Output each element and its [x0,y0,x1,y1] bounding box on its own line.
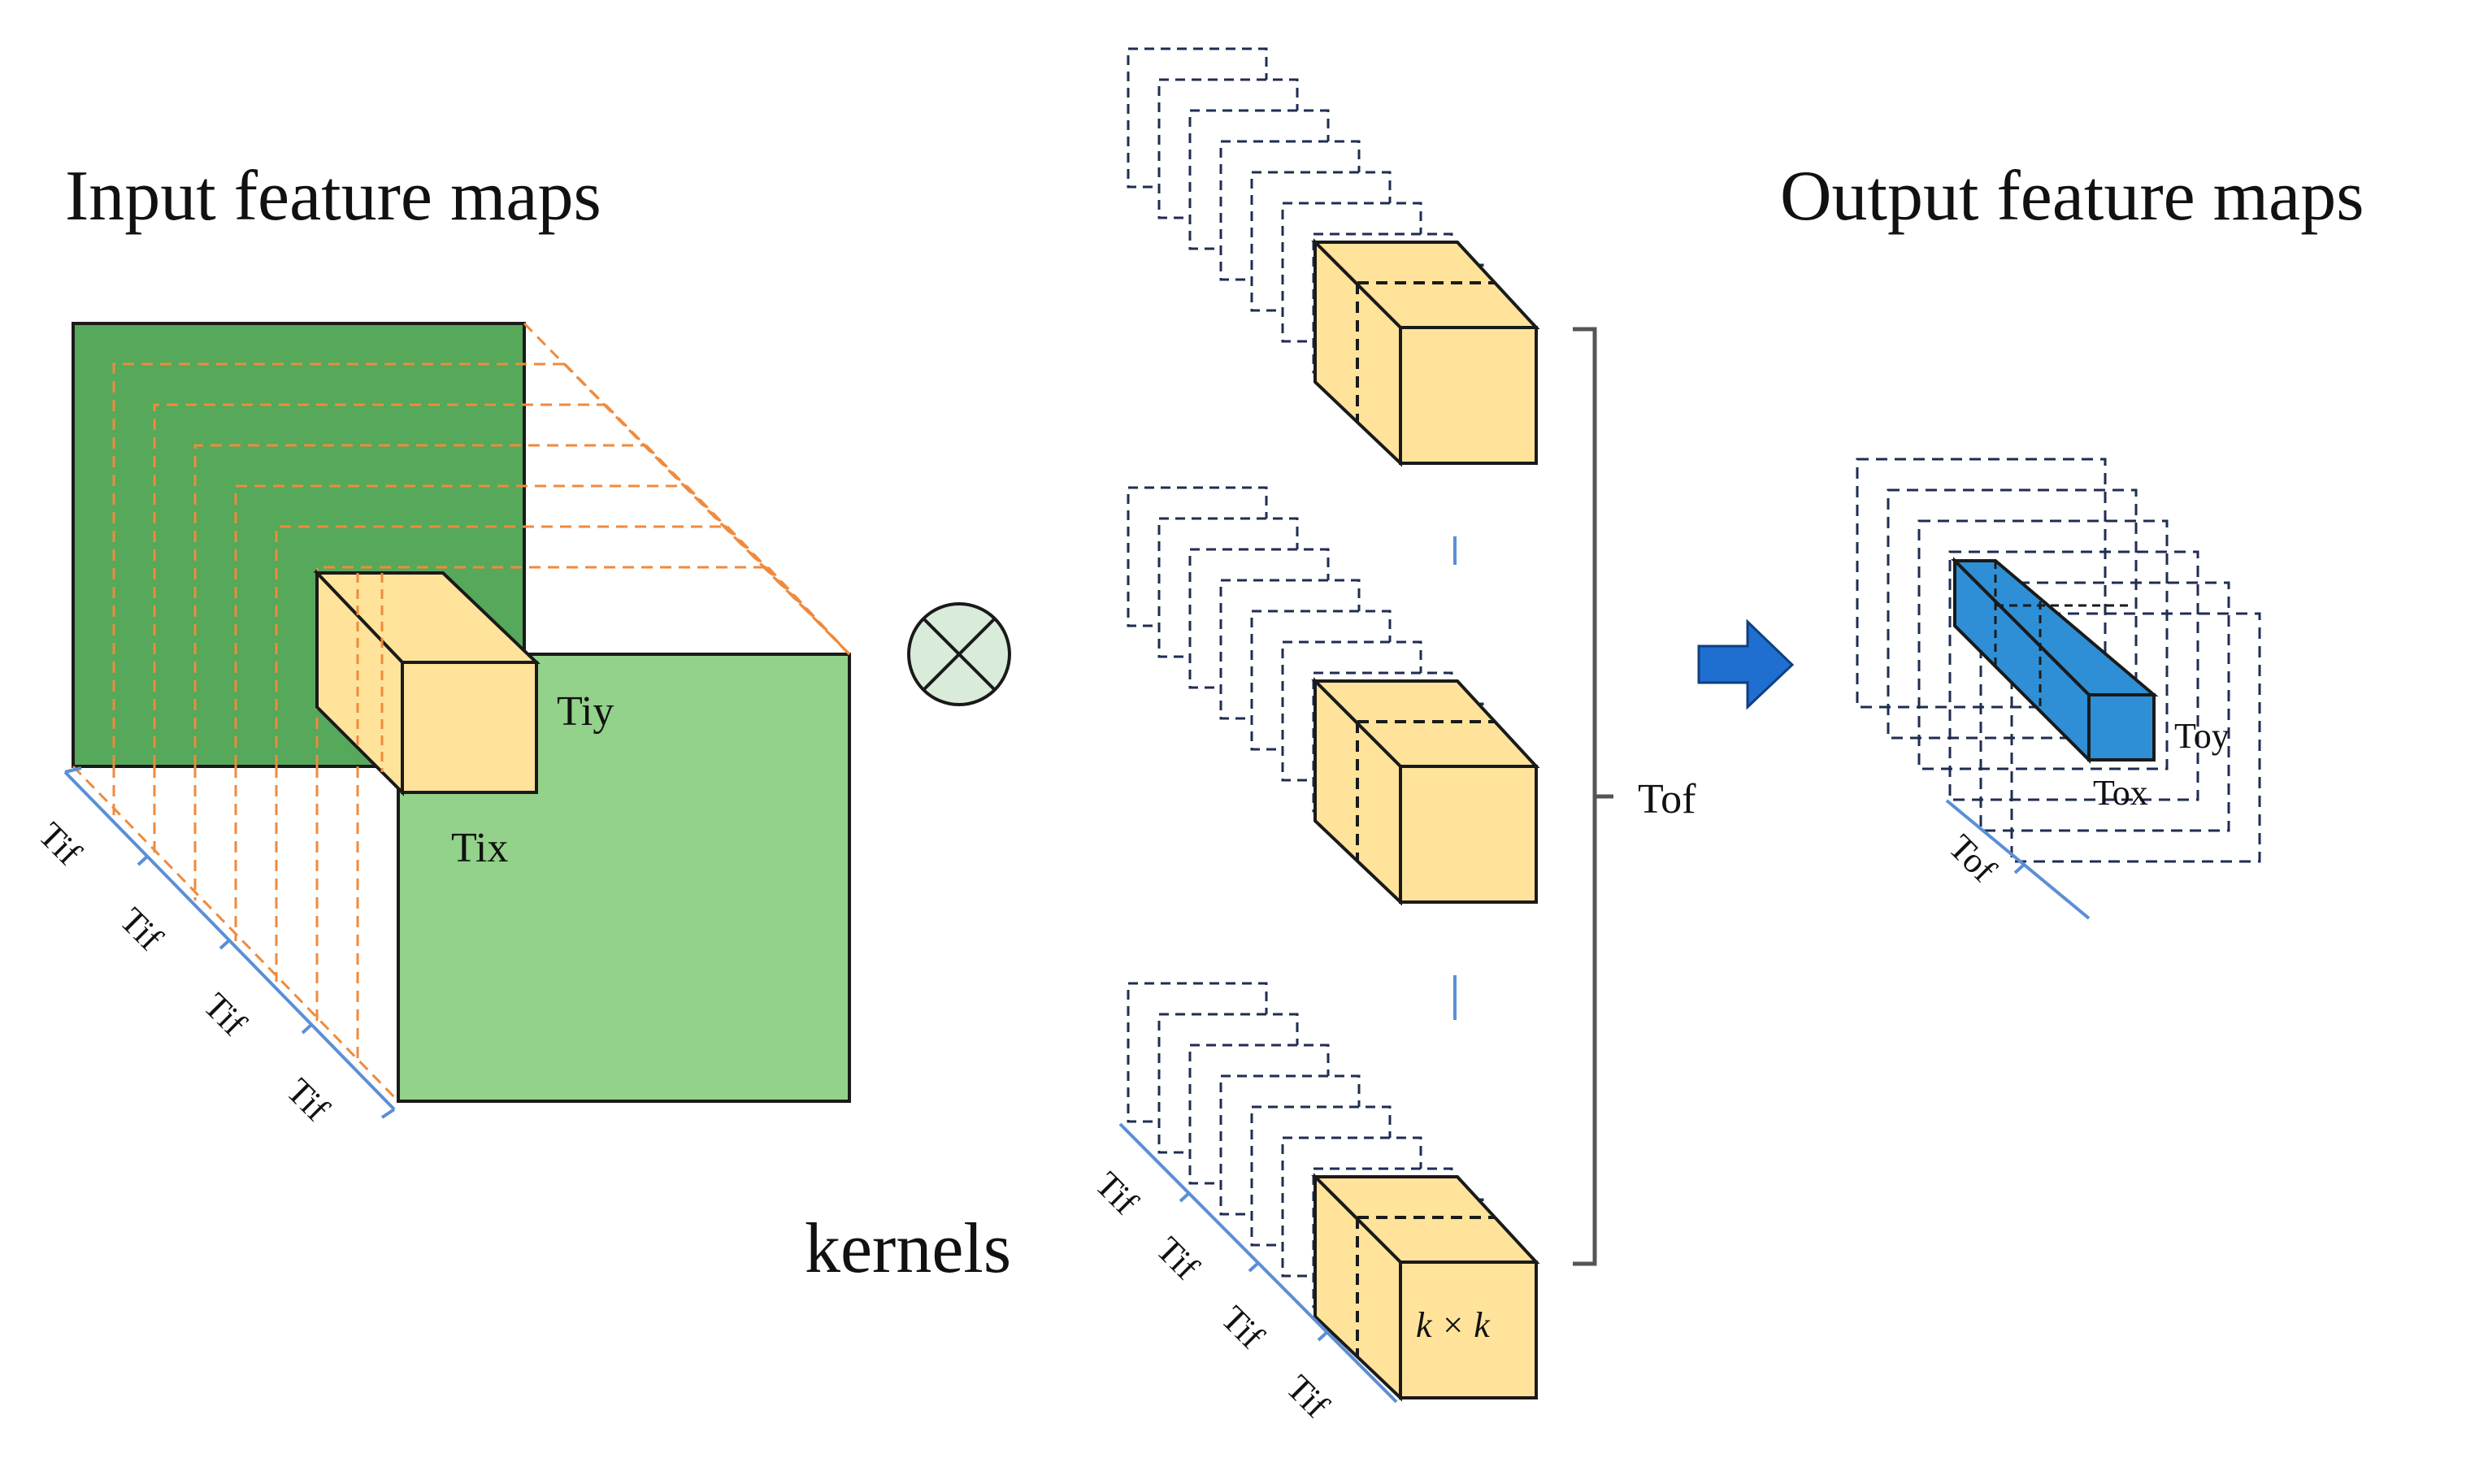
input-depth-label-3: Tif [196,985,254,1044]
kernel-cube-face [1399,765,1538,904]
output-map-frame [1979,581,2230,832]
output-depth-axis: Tof [1941,799,2091,920]
output-depth-label: Tof [1941,827,2004,890]
input-depth-label-4: Tif [279,1070,337,1129]
input-feature-maps-title: Input feature maps [65,157,601,236]
kernels-label: kernels [805,1209,1011,1288]
input-depth-axis: Tif Tif Tif Tif [31,766,396,1129]
input-depth-label-1: Tif [31,814,89,873]
kernel-group-bracket [1573,327,1613,1266]
output-map-frame [1917,519,2169,770]
tile-height-label: Tiy [557,688,614,735]
output-block [1951,557,2159,764]
kernel-size-label: k × k [1416,1305,1491,1345]
tile-width-label: Tix [451,825,508,871]
kernel-group-1 [1127,47,1540,467]
kernel-group-3 [1127,982,1540,1402]
kernel-group-label: Tof [1638,776,1696,822]
kernel-groups [1127,47,1540,1402]
kernel-group-2 [1127,486,1540,906]
output-feature-maps: Toy Tox Tof [1856,458,2261,920]
right-arrow-icon [1697,618,1795,710]
kernel-cube-face [1399,326,1538,465]
kernel-cube-face [1399,1261,1538,1399]
kernel-depth-label-4: Tif [1279,1367,1337,1425]
input-feature-maps: Tiy Tix Tif Tif Tif Tif [31,322,851,1129]
output-map-frame [1948,550,2199,801]
kernel-depth-label-2: Tif [1148,1229,1207,1287]
convolution-operator-icon [907,602,1011,706]
output-map-outlines [1856,458,2261,863]
output-map-frame [2010,612,2261,863]
kernel-depth-label-1: Tif [1088,1164,1146,1222]
output-tile-width-label: Tox [2093,773,2148,813]
input-tile-cube [313,569,541,796]
input-depth-label-2: Tif [112,900,171,958]
output-feature-maps-title: Output feature maps [1780,157,2364,236]
kernel-depth-label-3: Tif [1214,1298,1272,1356]
output-tile-height-label: Toy [2174,716,2230,756]
